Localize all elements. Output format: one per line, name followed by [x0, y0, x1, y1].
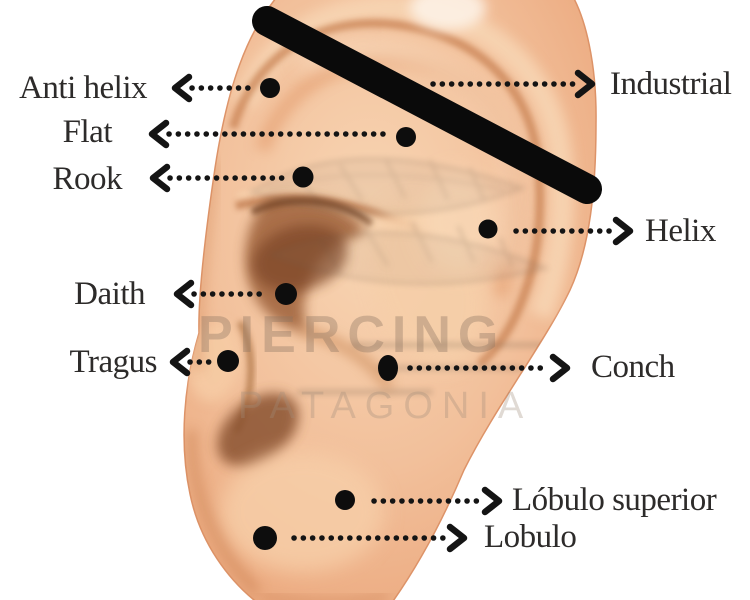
piercing-dot-tragus: [217, 350, 239, 372]
piercing-dot-daith: [275, 283, 297, 305]
arrow-head-tragus: [169, 347, 191, 377]
industrial-barbell: [252, 6, 602, 204]
arrow-head-anti-helix: [171, 73, 193, 103]
arrow-head-rook: [149, 163, 171, 193]
arrow-head-lobulo: [446, 523, 468, 553]
arrow-head-flat: [148, 119, 170, 149]
piercing-dot-helix: [478, 219, 498, 239]
piercing-dot-anti-helix: [260, 78, 280, 98]
arrow-head-industrial: [574, 69, 596, 99]
piercing-dot-lobulo-superior: [335, 490, 355, 510]
piercing-dot-conch: [378, 355, 398, 381]
arrow-head-conch: [549, 353, 571, 383]
arrow-head-helix: [612, 216, 634, 246]
piercing-dot-rook: [292, 166, 314, 188]
watermark-text-primary: PIERCING: [198, 306, 505, 364]
arrow-head-daith: [173, 279, 195, 309]
annotations-layer: [148, 6, 634, 553]
piercing-dot-flat: [396, 127, 416, 147]
watermark-leaf-pattern: [248, 157, 550, 395]
watermark-text-secondary: PATAGONIA: [238, 385, 532, 427]
piercing-dot-lobulo: [253, 526, 277, 550]
arrow-head-lobulo-superior: [481, 486, 503, 516]
